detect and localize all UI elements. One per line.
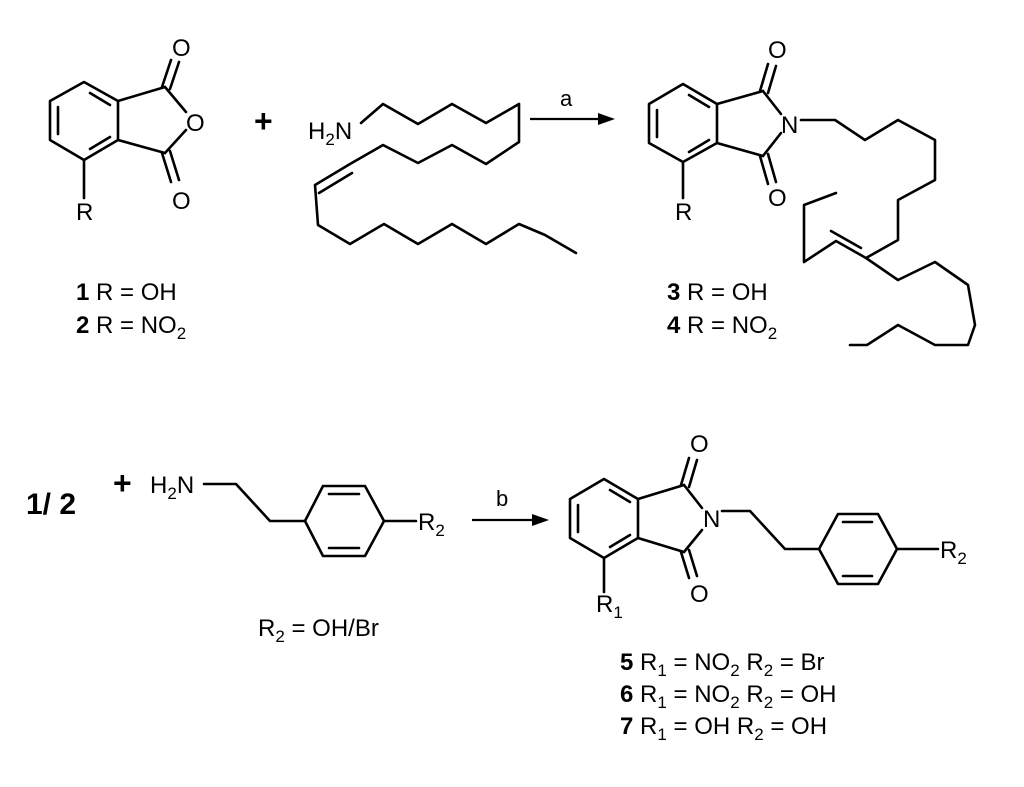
- substituent-r2: R2: [418, 509, 445, 540]
- amine-h2n: H2N: [308, 118, 352, 149]
- product-substituent-r: R: [675, 199, 692, 226]
- product2-substituent-r2: R2: [940, 537, 967, 568]
- label-compound-1: 1 R = OH: [76, 279, 177, 306]
- carbonyl-oxygen-bottom: O: [172, 188, 191, 215]
- phenethylamine-structure: H2N R2: [150, 472, 445, 558]
- amine-h2n-2: H2N: [150, 472, 194, 503]
- label-compound-3: 3 R = OH: [667, 279, 768, 306]
- condition-a: a: [560, 86, 573, 111]
- label-compound-7: 7 R1 = OH R2 = OH: [620, 713, 827, 744]
- label-compound-5: 5 R1 = NO2 R2 = Br: [620, 649, 825, 680]
- phenethyl-phthalimide-structure: O N O R1 R2: [568, 431, 967, 622]
- product2-imide-nitrogen: N: [703, 506, 720, 533]
- product2-substituent-r1: R1: [596, 591, 623, 622]
- phthalic-anhydride-structure: O O O R: [48, 35, 205, 226]
- product2-carbonyl-oxygen-bottom: O: [690, 581, 709, 608]
- reaction-arrow-a: a: [530, 86, 615, 125]
- oleylamine-structure: H2N: [308, 102, 578, 255]
- reaction-arrow-b: b: [472, 486, 549, 526]
- starting-material-1-2: 1/ 2: [26, 488, 76, 521]
- label-compound-4: 4 R = NO2: [667, 312, 777, 343]
- plus-sign-1: +: [254, 103, 273, 139]
- product2-carbonyl-oxygen-top: O: [690, 431, 709, 458]
- carbonyl-oxygen-top: O: [172, 35, 191, 62]
- product-carbonyl-oxygen-top: O: [768, 37, 787, 64]
- r2-definition: R2 = OH/Br: [258, 615, 379, 646]
- imide-nitrogen: N: [781, 112, 798, 139]
- substituent-r: R: [76, 199, 93, 226]
- condition-b: b: [496, 486, 508, 511]
- label-compound-6: 6 R1 = NO2 R2 = OH: [620, 681, 837, 712]
- oleyl-phthalimide-structure: O N O R: [647, 37, 977, 347]
- label-compound-2: 2 R = NO2: [76, 312, 186, 343]
- ring-oxygen: O: [186, 110, 205, 137]
- product-carbonyl-oxygen-bottom: O: [768, 185, 787, 212]
- plus-sign-2: +: [113, 465, 132, 501]
